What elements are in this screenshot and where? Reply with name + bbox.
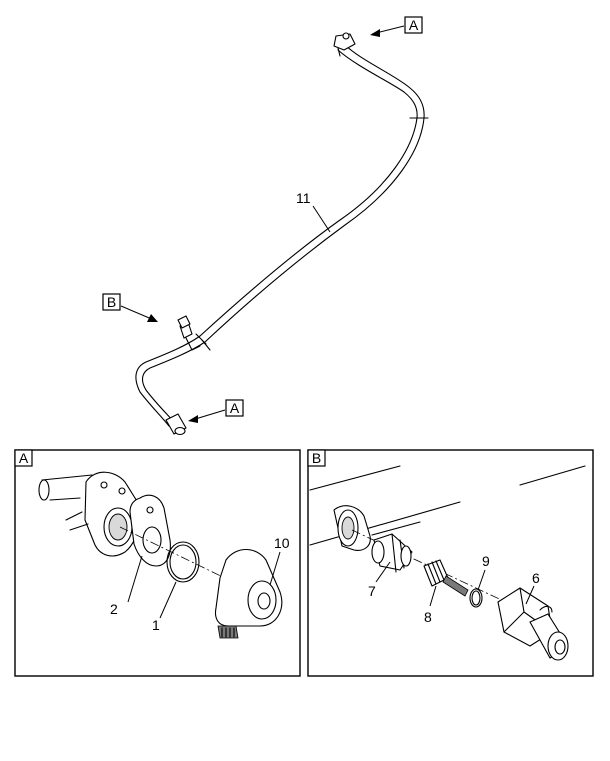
detail-a-panel: A bbox=[14, 449, 301, 677]
callout-gasket-label: 2 bbox=[110, 601, 118, 617]
bottom-fitting bbox=[165, 413, 187, 436]
hose-callout-label: 11 bbox=[296, 190, 311, 206]
fitting bbox=[423, 559, 469, 597]
oring bbox=[166, 541, 200, 583]
callout-a-top: A bbox=[370, 16, 423, 37]
callout-b: B bbox=[102, 293, 158, 322]
callout-fitting-label: 8 bbox=[424, 609, 432, 625]
gasket bbox=[129, 494, 171, 567]
callout-sensor-label: 6 bbox=[532, 570, 540, 586]
detail-a-label: A bbox=[19, 450, 29, 466]
callout-a-bottom: A bbox=[188, 399, 244, 423]
callout-oring-b-label: 9 bbox=[482, 553, 490, 569]
sensor bbox=[497, 587, 569, 661]
callout-adapter-label: 7 bbox=[368, 583, 376, 599]
oring-b bbox=[469, 588, 483, 608]
main-hose-assembly: A 11 B A bbox=[102, 16, 429, 436]
cover bbox=[214, 548, 283, 639]
housing bbox=[38, 471, 141, 557]
callout-a-bottom-label: A bbox=[230, 400, 240, 416]
callout-a-top-label: A bbox=[409, 17, 419, 33]
housing-b bbox=[309, 465, 586, 551]
hose-callout: 11 bbox=[296, 190, 331, 233]
top-fitting bbox=[333, 32, 356, 57]
detail-b-panel: B bbox=[307, 449, 594, 677]
callout-oring-label: 1 bbox=[152, 617, 160, 633]
callout-cover-label: 10 bbox=[274, 535, 290, 551]
detail-b-label: B bbox=[312, 450, 321, 466]
adapter bbox=[371, 533, 413, 573]
tee-fitting bbox=[177, 315, 201, 351]
callout-b-label: B bbox=[107, 294, 116, 310]
